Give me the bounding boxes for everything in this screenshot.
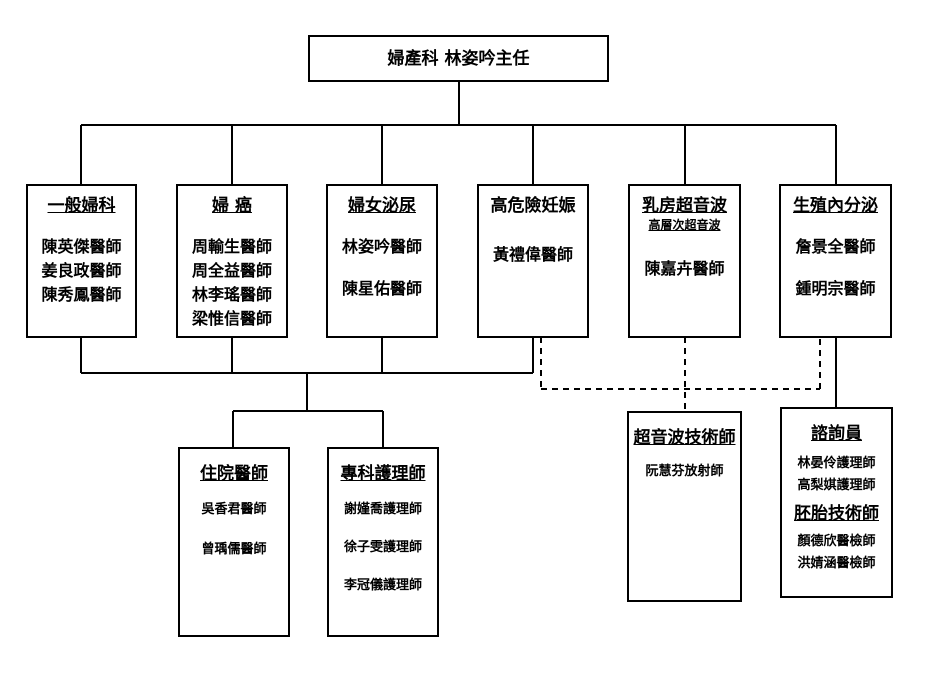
dept-general-gynecology: 一般婦科 陳英傑醫師 姜良政醫師 陳秀鳳醫師 xyxy=(26,184,137,338)
root-title: 婦產科 林姿吟主任 xyxy=(387,49,530,69)
dept-gynecologic-oncology: 婦 癌 周輸生醫師 周全益醫師 林李瑤醫師 梁惟信醫師 xyxy=(176,184,288,338)
dept-title: 高危險妊娠 xyxy=(490,196,576,216)
dept-title: 婦女泌尿 xyxy=(348,196,416,216)
doctor-name: 鍾明宗醫師 xyxy=(795,279,876,298)
staff-residents: 住院醫師 吳香君醫師 曾瑀儒醫師 xyxy=(178,447,290,637)
counselor-title: 諮詢員 xyxy=(811,424,862,444)
doctor-name: 陳嘉卉醫師 xyxy=(644,259,725,278)
dept-title: 生殖內分泌 xyxy=(793,196,878,216)
counselor-box: 諮詢員 林晏伶護理師 高梨娸護理師 胚胎技術師 顏德欣醫檢師 洪婧涵醫檢師 xyxy=(780,407,893,598)
doctor-name: 姜良政醫師 xyxy=(41,261,122,280)
staff-title: 住院醫師 xyxy=(200,464,268,484)
doctor-name: 梁惟信醫師 xyxy=(191,309,272,328)
doctor-name: 周全益醫師 xyxy=(191,261,272,280)
staff-member: 洪婧涵醫檢師 xyxy=(797,556,876,571)
staff-title: 專科護理師 xyxy=(340,464,426,484)
doctor-name: 林姿吟醫師 xyxy=(341,237,422,256)
doctor-name: 黃禮偉醫師 xyxy=(492,245,573,264)
dept-title: 一般婦科 xyxy=(47,196,116,216)
dept-breast-ultrasound: 乳房超音波 高層次超音波 陳嘉卉醫師 xyxy=(628,184,741,338)
staff-member: 徐子雯護理師 xyxy=(343,540,422,555)
staff-nurse-practitioners: 專科護理師 謝嫤喬護理師 徐子雯護理師 李冠儀護理師 xyxy=(327,447,439,637)
dept-reproductive-endocrinology: 生殖內分泌 詹景全醫師 鍾明宗醫師 xyxy=(779,184,892,338)
staff-member: 林晏伶護理師 xyxy=(797,456,876,471)
staff-member: 阮慧芬放射師 xyxy=(645,464,724,479)
staff-member: 曾瑀儒醫師 xyxy=(201,542,267,557)
staff-member: 李冠儀護理師 xyxy=(343,578,422,593)
doctor-name: 陳英傑醫師 xyxy=(41,237,122,256)
doctor-name: 陳星佑醫師 xyxy=(341,279,422,298)
dept-high-risk-pregnancy: 高危險妊娠 黃禮偉醫師 xyxy=(477,184,589,338)
dept-urogynecology: 婦女泌尿 林姿吟醫師 陳星佑醫師 xyxy=(326,184,438,338)
root-box: 婦產科 林姿吟主任 xyxy=(308,35,609,82)
embryo-tech-title: 胚胎技術師 xyxy=(794,504,879,524)
ultrasound-title: 超音波技術師 xyxy=(633,428,736,448)
staff-member: 吳香君醫師 xyxy=(201,502,267,517)
dept-title: 婦 癌 xyxy=(212,196,252,216)
dept-subtitle: 高層次超音波 xyxy=(648,218,721,232)
staff-member: 謝嫤喬護理師 xyxy=(343,502,422,517)
staff-member: 顏德欣醫檢師 xyxy=(797,534,876,549)
doctor-name: 陳秀鳳醫師 xyxy=(41,285,122,304)
doctor-name: 詹景全醫師 xyxy=(795,237,876,256)
doctor-name: 林李瑤醫師 xyxy=(191,285,272,304)
staff-member: 高梨娸護理師 xyxy=(797,478,876,493)
doctor-name: 周輸生醫師 xyxy=(191,237,272,256)
dept-title: 乳房超音波 xyxy=(642,196,727,216)
ultrasound-technician-box: 超音波技術師 阮慧芬放射師 xyxy=(627,411,742,602)
